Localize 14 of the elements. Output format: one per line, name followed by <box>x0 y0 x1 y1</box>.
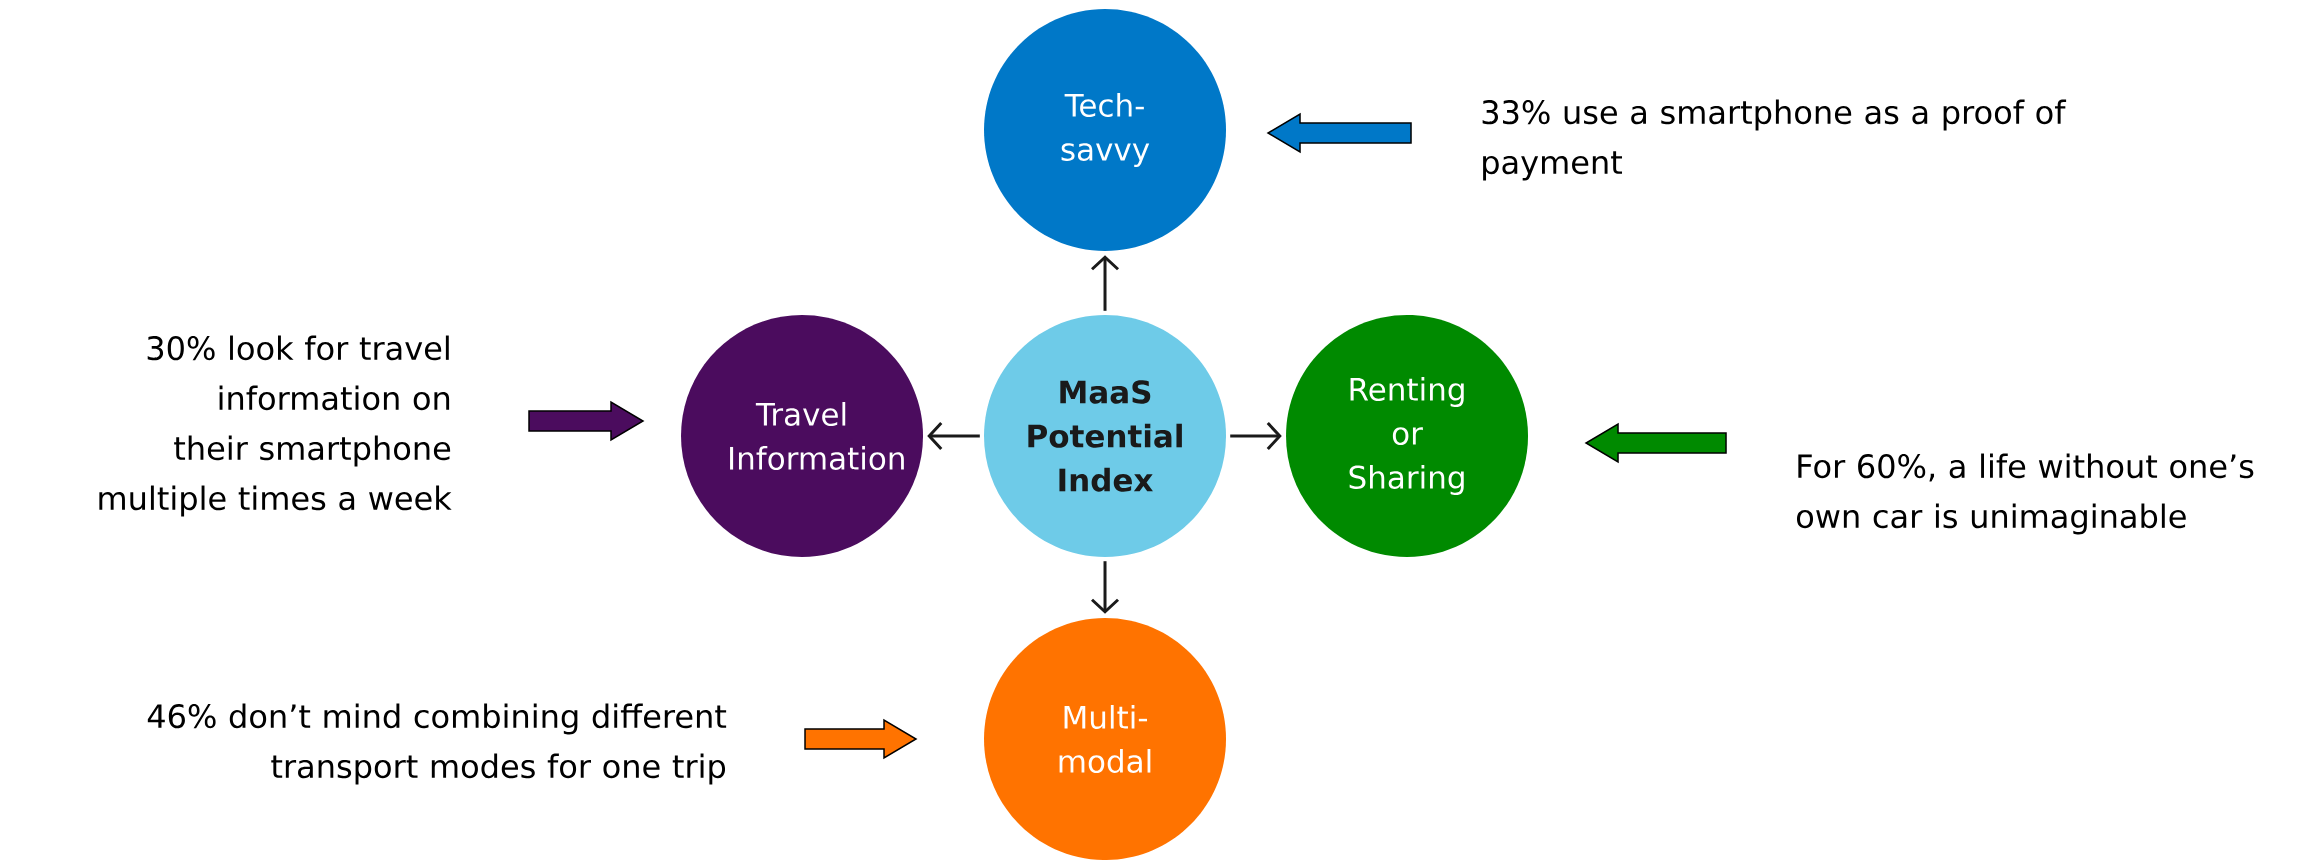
annotation-text: 33% use a smartphone as a proof of payment <box>1482 99 2067 181</box>
annotation-text: For 60%, a life without one’s own car is unimaginable <box>1797 453 2254 535</box>
circle-node: Travel Information <box>681 315 923 557</box>
block-arrow <box>1266 112 1412 154</box>
block-arrow <box>528 400 645 442</box>
block-arrow <box>804 718 918 760</box>
arrow <box>1091 255 1120 311</box>
block-arrow <box>1584 422 1727 464</box>
annotation-text: 30% look for travel information on their smartphone multiple times a week <box>99 335 452 517</box>
circle-node: Multi- modal <box>984 618 1226 860</box>
annotation-text: 46% don’t mind combining different transport modes for one trip <box>147 703 727 785</box>
circle-node: Renting or Sharing <box>1286 315 1528 557</box>
circle-node: MaaS Potential Index <box>984 315 1226 557</box>
circle-node: Tech-savvy <box>984 9 1226 251</box>
